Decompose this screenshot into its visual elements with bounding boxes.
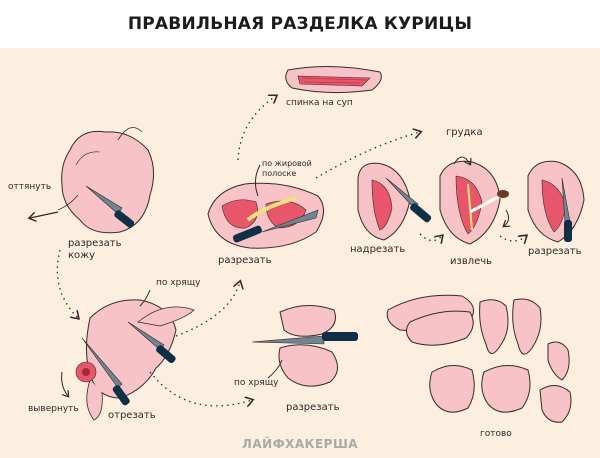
dotted-arrow-icon — [237, 96, 276, 161]
knife-icon — [232, 209, 319, 243]
label-gotovo: готово — [480, 429, 512, 439]
pointer-line — [254, 164, 261, 197]
label-razrezat-mid: разрезать — [218, 255, 272, 266]
arrow-icon — [504, 209, 509, 226]
label-spinka: спинка на суп — [286, 98, 353, 108]
knife-icon — [81, 337, 130, 406]
label-vyvernut: вывернуть — [28, 404, 79, 414]
breast-piece-2 — [439, 160, 501, 245]
knife-icon — [385, 177, 432, 223]
label-po-hrebtu-top: по хрящу — [156, 278, 201, 288]
dotted-arrow-icon — [56, 249, 78, 318]
arrow-icon — [30, 211, 59, 218]
pointer-line — [139, 289, 151, 307]
arrow-icon — [61, 371, 68, 396]
label-razrezat-breast: разрезать — [528, 246, 582, 257]
label-po-zhirovoy: по жировой полоске — [262, 159, 312, 178]
leg-piece — [278, 305, 338, 387]
dotted-arrow-icon — [419, 233, 442, 241]
label-otrezat: отрезать — [108, 410, 156, 421]
page-title: ПРАВИЛЬНАЯ РАЗДЕЛКА КУРИЦЫ — [127, 14, 473, 34]
label-po-hrebtu-bottom: по хрящу — [234, 378, 279, 388]
knife-icon — [251, 332, 358, 345]
dotted-arrow-icon — [149, 371, 252, 406]
keel-bone-icon — [469, 190, 509, 214]
label-grudka: грудка — [446, 127, 483, 138]
chicken-carcass-top — [57, 127, 154, 234]
watermark-logo: ЛАЙФХАКЕРША — [241, 437, 359, 451]
arrow-icon — [453, 156, 470, 164]
knife-icon — [561, 177, 572, 242]
label-razrezat-kozhu: разрезать кожу — [68, 238, 122, 261]
label-ottyanut: оттянуть — [8, 182, 52, 192]
breast-piece-3 — [527, 160, 585, 243]
header-band — [0, 0, 600, 48]
pointer-line — [267, 359, 283, 379]
dotted-arrow-icon — [499, 236, 526, 241]
label-nadrezat: надрезать — [350, 244, 406, 255]
label-izvlech: извлечь — [450, 256, 493, 267]
breast-piece-1 — [357, 162, 411, 241]
breast-on-board — [207, 182, 324, 249]
chicken-carcass-bottom — [75, 299, 195, 421]
back-piece — [285, 65, 382, 94]
knife-icon — [85, 185, 135, 228]
finished-pieces — [386, 294, 572, 423]
dotted-arrow-icon — [175, 282, 240, 337]
label-razrezat-bottom: разрезать — [286, 402, 340, 413]
knife-icon — [127, 321, 176, 364]
